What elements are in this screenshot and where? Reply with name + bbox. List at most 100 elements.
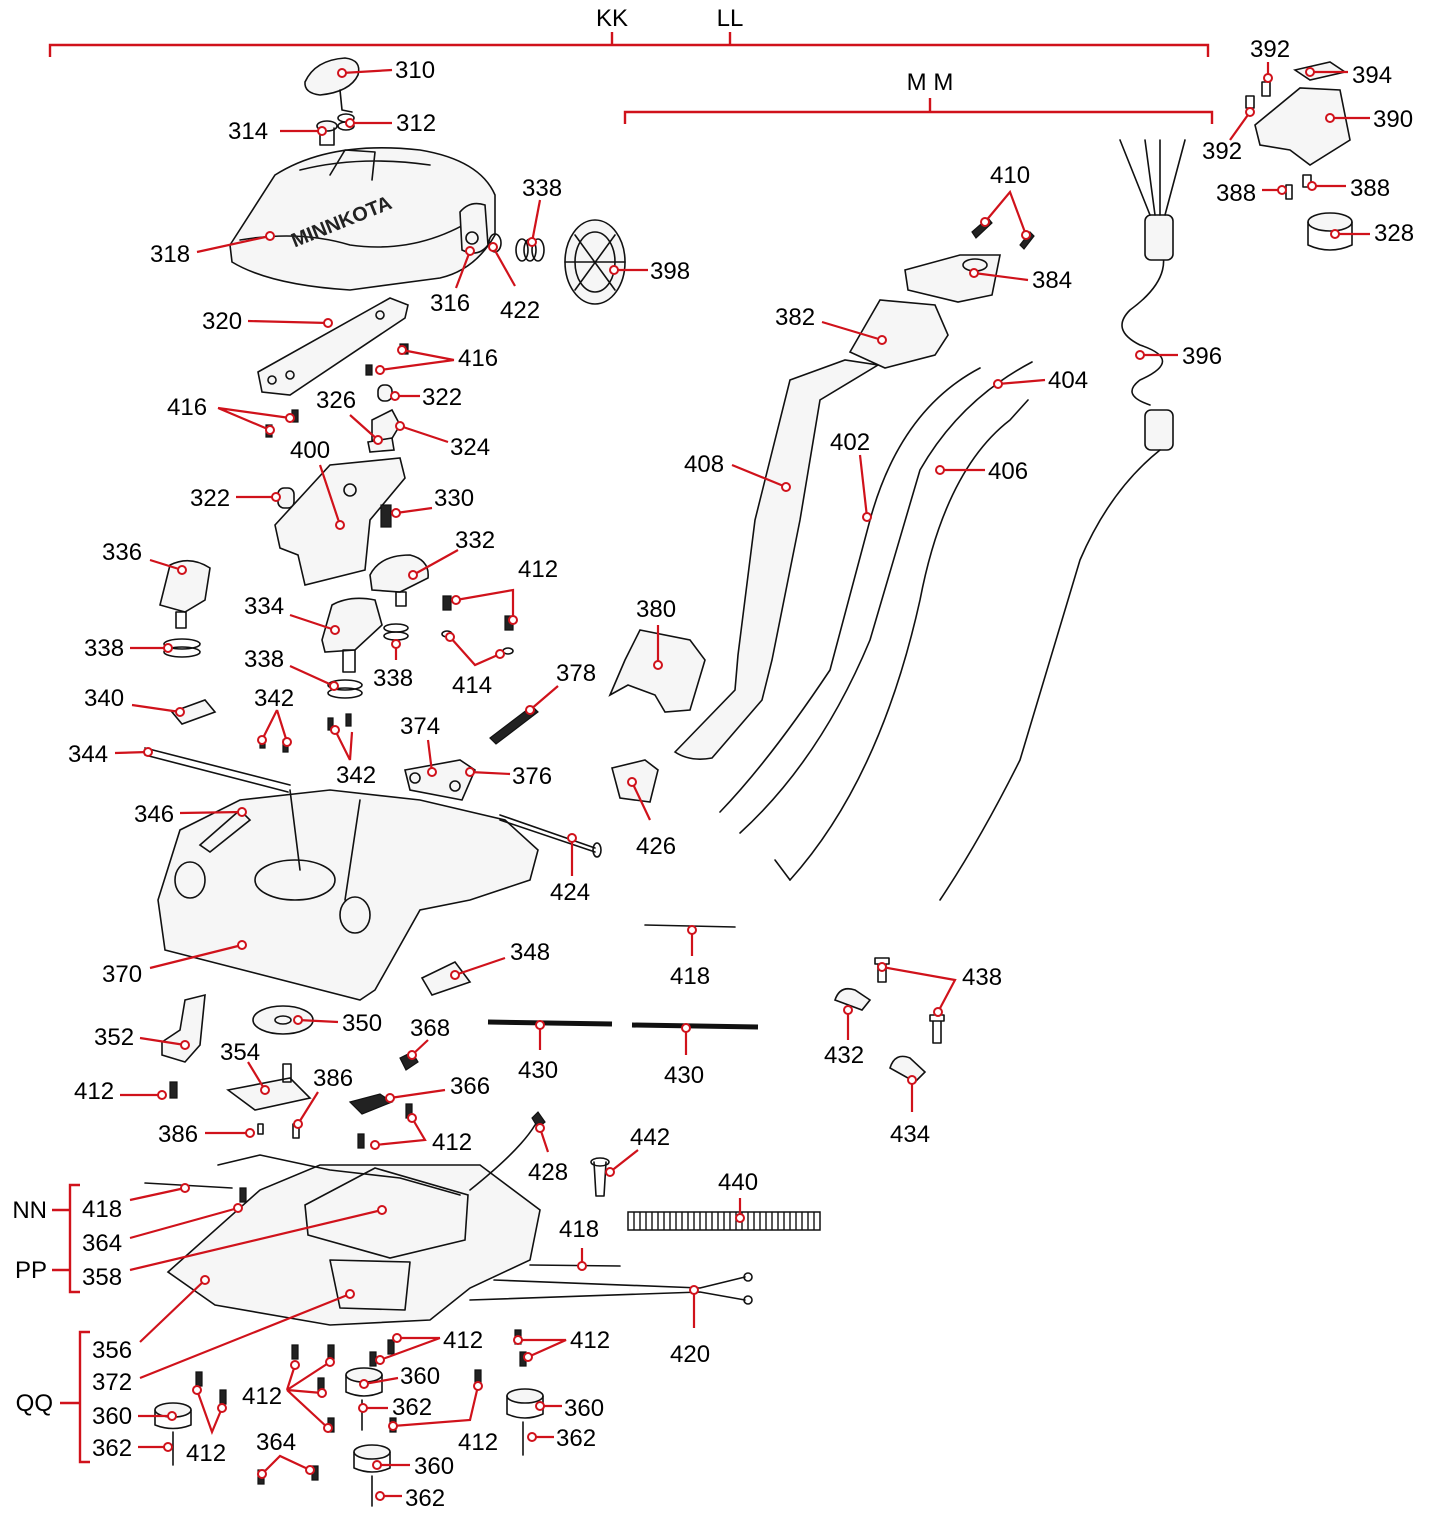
callout-number: 354	[220, 1039, 260, 1066]
callout-370: 370	[102, 940, 247, 988]
callout-412-f: 412	[375, 1327, 483, 1365]
callout-number: 434	[890, 1121, 930, 1148]
part-346-keypad-cover	[198, 808, 252, 853]
callout-330: 330	[391, 485, 474, 518]
callout-number: 334	[244, 593, 284, 620]
callout-number: 370	[102, 961, 142, 988]
callout-312: 312	[345, 110, 436, 137]
callout-number: 392	[1202, 138, 1242, 165]
callout-number: 344	[68, 741, 108, 768]
callout-number: 432	[824, 1042, 864, 1069]
callout-348: 348	[450, 939, 550, 980]
callout-number: 338	[244, 646, 284, 673]
callout-430-b: 430	[664, 1023, 704, 1089]
callout-number: 400	[290, 437, 330, 464]
part-392-screws	[1245, 81, 1271, 109]
callout-384: 384	[969, 267, 1072, 294]
part-338-spring-left	[163, 638, 201, 658]
callout-388-b: 388	[1307, 175, 1390, 202]
callout-380: 380	[636, 596, 676, 670]
callout-412-c: 412	[370, 1113, 472, 1156]
callout-number: 396	[1182, 343, 1222, 370]
callout-number: 408	[684, 451, 724, 478]
callout-418-a: 418	[82, 1183, 190, 1223]
bracket-label-kk: KK	[596, 5, 628, 32]
callout-number: 322	[422, 384, 462, 411]
part-420-harness	[469, 1272, 753, 1305]
callout-428: 428	[528, 1123, 568, 1186]
callout-376: 376	[465, 763, 552, 790]
part-412-screw-b	[169, 1081, 178, 1099]
callout-number: 360	[400, 1363, 440, 1390]
callout-362-a: 362	[92, 1435, 173, 1462]
callout-number: 362	[405, 1485, 445, 1512]
callout-number: 438	[962, 964, 1002, 991]
callout-392-b: 392	[1202, 107, 1255, 165]
part-324-326-clip	[367, 408, 401, 453]
callout-354: 354	[220, 1039, 270, 1095]
callout-338-left: 338	[84, 635, 173, 662]
callout-number: 412	[74, 1078, 114, 1105]
callout-number: 310	[395, 57, 435, 84]
callout-number: 412	[518, 556, 558, 583]
callout-400: 400	[290, 437, 345, 530]
part-352-bracket	[161, 993, 206, 1063]
callout-number: 430	[518, 1057, 558, 1084]
callout-438: 438	[877, 962, 1002, 1017]
callout-number: 338	[373, 665, 413, 692]
callout-number: 424	[550, 879, 590, 906]
callout-432: 432	[824, 1005, 864, 1069]
callout-338-top: 338	[522, 175, 562, 247]
callout-320: 320	[202, 308, 333, 335]
callout-number: 412	[186, 1440, 226, 1467]
part-364-cable	[217, 1124, 536, 1203]
callout-number: 316	[430, 290, 470, 317]
part-408-hose	[673, 359, 881, 760]
part-322-bushing-a	[377, 384, 393, 402]
callout-number: 412	[443, 1327, 483, 1354]
part-430-tie-a	[487, 1019, 613, 1027]
callout-number: 348	[510, 939, 550, 966]
callout-number: 430	[664, 1062, 704, 1089]
callout-number: 418	[670, 963, 710, 990]
callout-442: 442	[605, 1124, 670, 1177]
callout-338-mid: 338	[373, 639, 413, 692]
callout-340: 340	[84, 685, 185, 717]
callout-number: 352	[94, 1024, 134, 1051]
part-370-base	[157, 789, 539, 1001]
callout-440: 440	[718, 1169, 758, 1223]
part-348-label	[420, 960, 472, 996]
callout-number: 350	[342, 1010, 382, 1037]
callout-number: 380	[636, 596, 676, 623]
callout-342-a: 342	[254, 685, 294, 747]
callout-394: 394	[1305, 62, 1392, 89]
part-406-cable	[774, 399, 1029, 881]
bracket-label-pp: PP	[15, 1257, 47, 1284]
part-378-bolt	[489, 705, 539, 745]
callout-number: 332	[455, 527, 495, 554]
callout-392-a: 392	[1250, 36, 1290, 83]
callout-420: 420	[670, 1285, 710, 1368]
part-418-tie-c	[529, 1264, 621, 1267]
bracket-kk-ll: KK LL	[48, 5, 1210, 57]
callout-364-b: 364	[256, 1429, 315, 1479]
callout-334: 334	[244, 593, 340, 635]
callout-356: 356	[92, 1275, 210, 1364]
callout-368: 368	[407, 1015, 450, 1060]
callout-374: 374	[400, 713, 440, 777]
callout-number: 366	[450, 1073, 490, 1100]
callout-number: 418	[559, 1216, 599, 1243]
callout-412-e: 412	[242, 1357, 335, 1433]
part-320-frame	[257, 297, 409, 396]
callout-number: 368	[410, 1015, 450, 1042]
callout-402: 402	[830, 429, 872, 522]
part-328-grommet	[1307, 212, 1353, 251]
callout-number: 338	[522, 175, 562, 202]
callout-number: 314	[228, 118, 268, 145]
callout-number: 358	[82, 1264, 122, 1291]
part-336-button	[159, 559, 211, 629]
callout-number: 404	[1048, 367, 1088, 394]
part-334-pedal	[321, 597, 383, 673]
callout-number: 362	[556, 1425, 596, 1452]
callout-406: 406	[935, 458, 1028, 485]
